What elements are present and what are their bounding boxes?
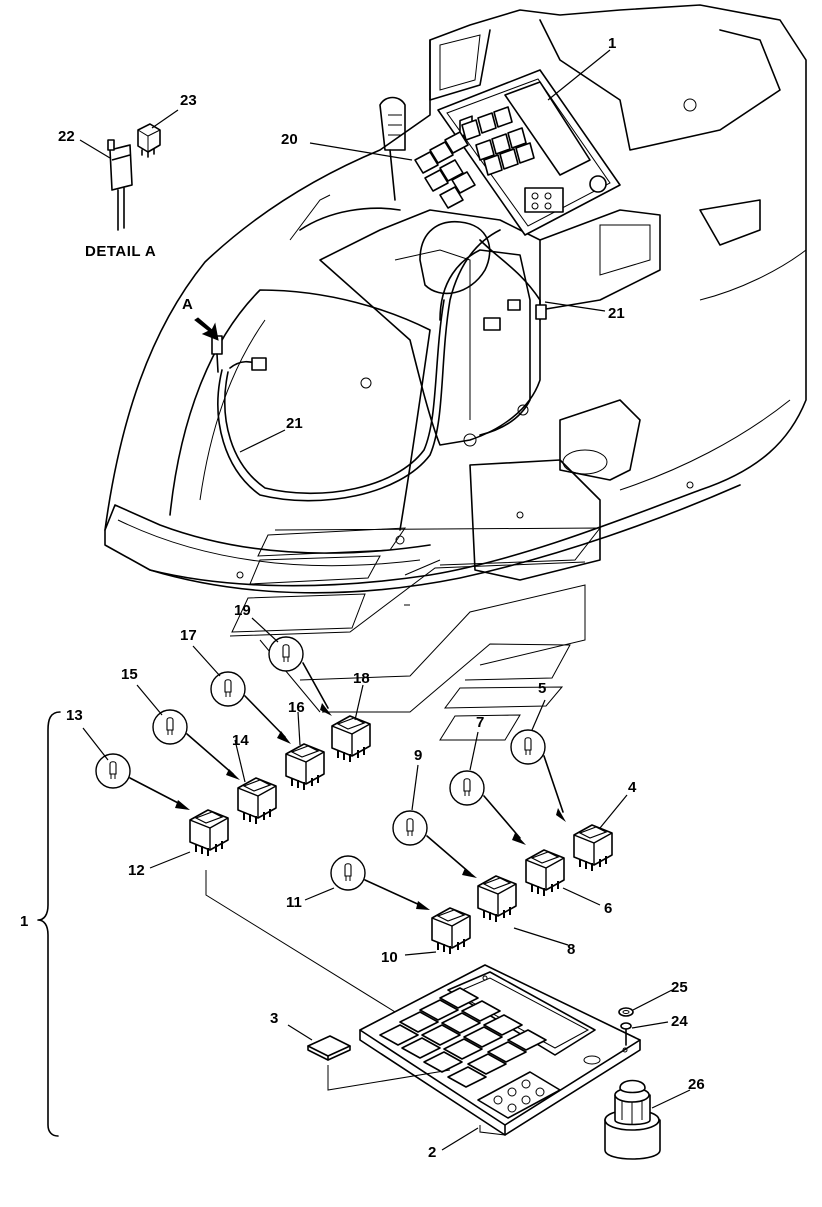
reference-outlines [229, 527, 602, 741]
callout-23: 23 [180, 92, 197, 109]
callout-17: 17 [180, 627, 197, 644]
group-bracket [37, 711, 61, 1137]
callout-20: 20 [281, 131, 298, 148]
insertion-arrows [129, 662, 566, 910]
callout-13: 13 [66, 707, 83, 724]
callout-14: 14 [232, 732, 249, 749]
switch-16 [285, 743, 325, 791]
bulb-7 [449, 770, 485, 806]
switch-10 [431, 907, 471, 955]
detail-a-label: DETAIL A [85, 243, 156, 260]
wiring-harness [211, 194, 547, 502]
bulb-15 [152, 709, 188, 745]
cap-pointer [327, 1065, 451, 1091]
bulb-19 [268, 636, 304, 672]
callout-12: 12 [128, 862, 145, 879]
bulb-11 [330, 855, 366, 891]
washer-25 [618, 1007, 634, 1017]
callout-1-top: 1 [608, 35, 616, 52]
view-arrow-icon [194, 317, 219, 341]
callout-3: 3 [270, 1010, 278, 1027]
bulb-5 [510, 729, 546, 765]
bulb-17 [210, 671, 246, 707]
callout-19: 19 [234, 602, 251, 619]
callout-16: 16 [288, 699, 305, 716]
callout-11: 11 [286, 894, 302, 911]
cab-console [104, 4, 807, 594]
switch-12 [189, 809, 229, 857]
callout-24: 24 [671, 1013, 688, 1030]
callout-6: 6 [604, 900, 612, 917]
callout-21-right: 21 [608, 305, 625, 322]
callout-18: 18 [353, 670, 370, 687]
blank-cap [307, 1035, 351, 1061]
callout-26: 26 [688, 1076, 705, 1093]
screw-24 [620, 1022, 632, 1046]
callout-22: 22 [58, 128, 75, 145]
callout-15: 15 [121, 666, 138, 683]
callout-1-bracket: 1 [20, 913, 28, 930]
switch-6 [525, 849, 565, 897]
detail-a [107, 123, 161, 231]
switch-18 [331, 715, 371, 763]
bulb-13 [95, 753, 131, 789]
alignment-line [205, 870, 401, 1016]
leader-lines [79, 49, 691, 1151]
callout-10: 10 [381, 949, 398, 966]
switch-8 [477, 875, 517, 923]
callout-21-left: 21 [286, 415, 303, 432]
switch-bezel [359, 964, 641, 1136]
callout-9: 9 [414, 747, 422, 764]
view-arrow-label: A [182, 296, 193, 313]
callout-25: 25 [671, 979, 688, 996]
switch-panel-installed [414, 69, 621, 236]
switch-14 [237, 777, 277, 825]
rotary-knob [604, 1079, 661, 1160]
switch-4 [573, 824, 613, 872]
callout-8: 8 [567, 941, 575, 958]
bulb-9 [392, 810, 428, 846]
callout-5: 5 [538, 680, 546, 697]
callout-2: 2 [428, 1144, 436, 1161]
callout-7: 7 [476, 714, 484, 731]
callout-4: 4 [628, 779, 637, 796]
